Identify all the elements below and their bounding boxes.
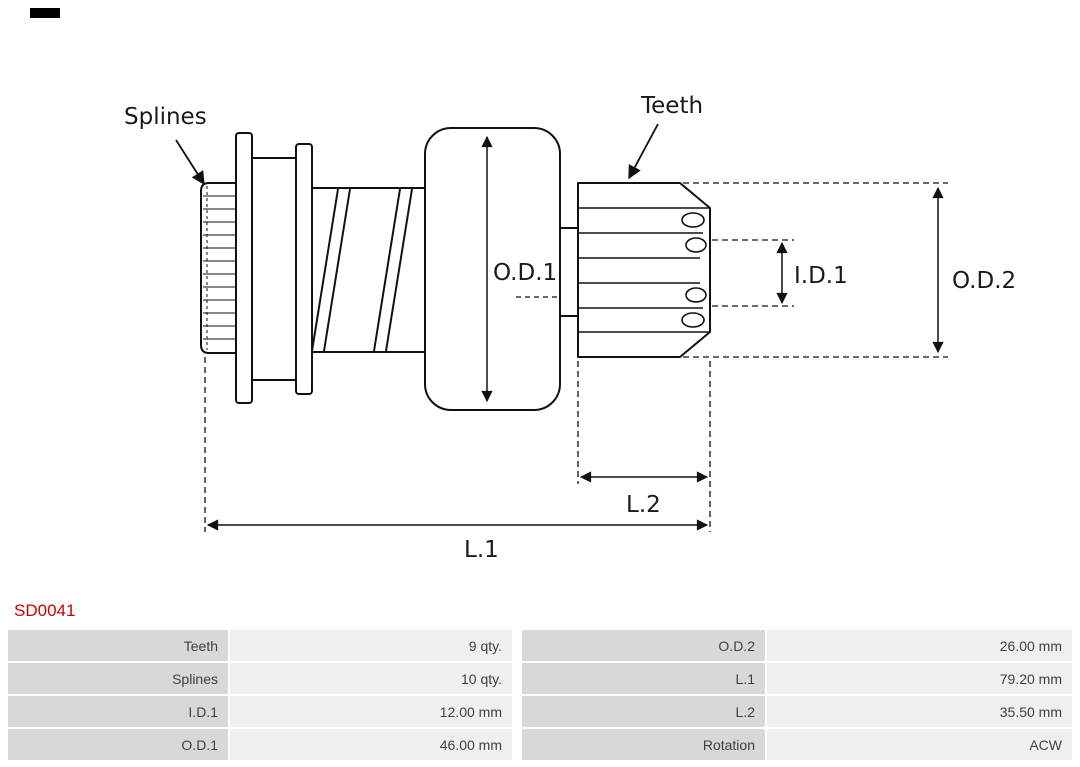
- id1-label-cell: I.D.1: [8, 696, 228, 727]
- od2-label-cell: O.D.2: [522, 630, 765, 661]
- od2-dimension-label: O.D.2: [952, 268, 1016, 294]
- dimension-id1: [712, 239, 794, 307]
- part-number: SD0041: [14, 601, 76, 620]
- step-shaft: [560, 227, 578, 317]
- table-gap: [514, 696, 520, 727]
- table-gap: [514, 729, 520, 760]
- dimension-l1: [204, 357, 709, 532]
- splines-label: Splines: [124, 104, 207, 130]
- od1-dimension-label: O.D.1: [493, 260, 557, 286]
- pinion-gear: [577, 182, 711, 358]
- l2-label-cell: L.2: [522, 696, 765, 727]
- logo-fragment: [30, 8, 60, 18]
- od1-value-cell: 46.00 mm: [230, 729, 512, 760]
- dimension-od2: [683, 182, 948, 358]
- od2-value-cell: 26.00 mm: [767, 630, 1072, 661]
- l1-dimension-label: L.1: [464, 537, 499, 563]
- spec-table: Teeth 9 qty. O.D.2 26.00 mm Splines 10 q…: [8, 630, 1072, 760]
- drive-hub: [235, 132, 313, 404]
- teeth-callout-arrow: [628, 123, 659, 180]
- starter-drive-technical-diagram: Splines Teeth O.D.1 I.D.1 O.D.2 L.2 L.1: [124, 93, 1016, 563]
- teeth-label: Teeth: [640, 93, 703, 119]
- l2-dimension-label: L.2: [626, 492, 661, 518]
- l1-label-cell: L.1: [522, 663, 765, 694]
- splines-value-cell: 10 qty.: [230, 663, 512, 694]
- rotation-value-cell: ACW: [767, 729, 1072, 760]
- l1-value-cell: 79.20 mm: [767, 663, 1072, 694]
- rotation-label-cell: Rotation: [522, 729, 765, 760]
- l2-value-cell: 35.50 mm: [767, 696, 1072, 727]
- splines-label-cell: Splines: [8, 663, 228, 694]
- dimension-l2: [577, 361, 711, 532]
- id1-dimension-label: I.D.1: [794, 263, 848, 289]
- table-gap: [514, 630, 520, 661]
- dimension-od1: [481, 135, 559, 403]
- teeth-label-cell: Teeth: [8, 630, 228, 661]
- splines-callout-arrow: [175, 139, 205, 186]
- spring: [311, 187, 425, 353]
- splined-shaft: [200, 182, 236, 354]
- id1-value-cell: 12.00 mm: [230, 696, 512, 727]
- teeth-value-cell: 9 qty.: [230, 630, 512, 661]
- od1-label-cell: O.D.1: [8, 729, 228, 760]
- table-gap: [514, 663, 520, 694]
